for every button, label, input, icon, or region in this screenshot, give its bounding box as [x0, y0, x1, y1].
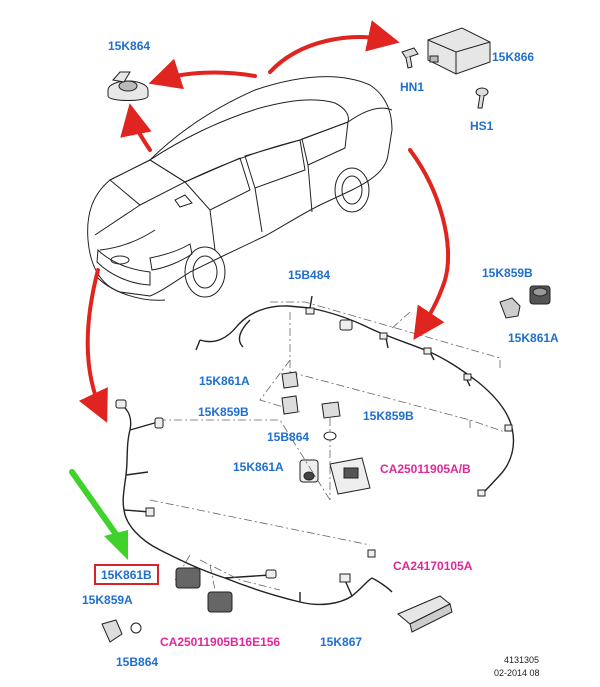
buzzer-sensor-part	[107, 71, 149, 101]
drawing-date: 02-2014 08	[494, 668, 540, 678]
label-rear-center-bracket-right: 15K859B	[363, 409, 414, 423]
rear-reference-lines	[259, 301, 506, 500]
screw-part	[475, 87, 489, 109]
nut-part	[401, 47, 419, 69]
label-camera-strip-code: CA24170105A	[393, 559, 473, 573]
label-front-harness: 15K867	[320, 635, 363, 649]
label-ring: 15B864	[267, 430, 310, 444]
label-highlighted-part: 15K861B	[94, 564, 159, 585]
label-rear-right-sensor: 15K861A	[508, 331, 559, 345]
camera-strip-part	[397, 595, 453, 633]
label-rear-right-bracket: 15K859B	[482, 266, 533, 280]
label-front-bracket: 15K859A	[82, 593, 133, 607]
rear-connectors	[305, 307, 513, 497]
drawing-number: 4131305	[504, 655, 540, 665]
camera-parts	[299, 457, 371, 495]
control-module-part	[427, 27, 491, 75]
red-arrows	[78, 20, 450, 423]
label-front-ring: 15B864	[116, 655, 159, 669]
front-reference-lines	[149, 419, 371, 591]
car-illustration	[87, 76, 393, 301]
label-rear-harness: 15B484	[288, 268, 331, 282]
rear-right-sensor-parts	[499, 285, 551, 319]
green-arrow	[69, 469, 128, 560]
label-hs1: HS1	[470, 119, 494, 133]
front-connectors	[115, 399, 376, 583]
label-top-left-sensor: 15K864	[108, 39, 151, 53]
front-sensor-parts	[101, 567, 233, 643]
rear-center-sensor-parts	[281, 371, 341, 441]
label-module: 15K866	[492, 50, 535, 64]
label-rear-center-bracket-left: 15K859B	[198, 405, 249, 419]
label-camera-code: CA25011905A/B	[380, 462, 471, 476]
label-hn1: HN1	[400, 80, 425, 94]
label-front-sensor-a: 15K861A	[233, 460, 284, 474]
label-rear-center-sensor: 15K861A	[199, 374, 250, 388]
label-front-bottom-code: CA25011905B16E156	[160, 635, 281, 649]
front-harness	[119, 403, 393, 606]
